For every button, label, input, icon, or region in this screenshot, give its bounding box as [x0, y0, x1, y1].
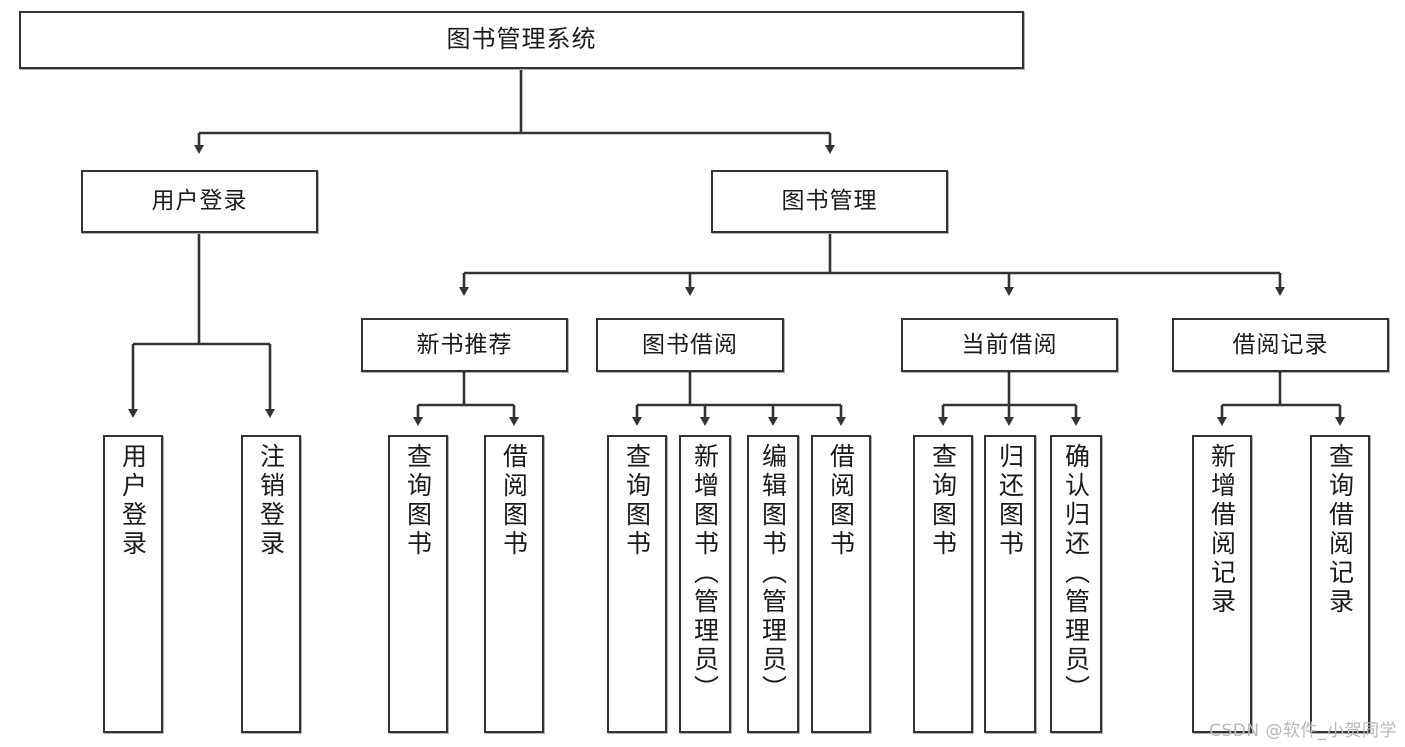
- node-leaf-query-record[interactable]: 查询借阅记录: [1310, 435, 1370, 733]
- node-root[interactable]: 图书管理系统: [19, 11, 1024, 69]
- node-root-label: 图书管理系统: [446, 25, 597, 54]
- node-borrow-record[interactable]: 借阅记录: [1172, 318, 1389, 372]
- node-leaf-logout[interactable]: 注销登录: [241, 435, 301, 733]
- node-leaf-query-book-3[interactable]: 查询图书: [913, 435, 973, 733]
- node-leaf-edit-book[interactable]: 编辑图书（管理员）: [747, 435, 799, 733]
- node-leaf-query-book-2-label: 查询图书: [622, 443, 652, 559]
- node-borrow-record-label: 借阅记录: [1232, 331, 1329, 358]
- node-leaf-add-book-label: 新增图书（管理员）: [690, 443, 720, 704]
- node-leaf-return-book[interactable]: 归还图书: [984, 435, 1036, 733]
- node-user-login[interactable]: 用户登录: [81, 170, 318, 233]
- node-user-login-label: 用户登录: [151, 188, 248, 215]
- node-leaf-borrow-book-2-label: 借阅图书: [826, 443, 856, 559]
- node-leaf-edit-book-label: 编辑图书（管理员）: [758, 443, 788, 704]
- node-book-borrow[interactable]: 图书借阅: [596, 318, 784, 372]
- node-leaf-borrow-book-1[interactable]: 借阅图书: [484, 435, 544, 733]
- node-new-book-recommend[interactable]: 新书推荐: [361, 318, 568, 372]
- node-leaf-query-book-1-label: 查询图书: [403, 443, 433, 559]
- node-leaf-user-login[interactable]: 用户登录: [103, 435, 163, 733]
- node-leaf-confirm-return[interactable]: 确认归还（管理员）: [1050, 435, 1102, 733]
- node-leaf-add-record[interactable]: 新增借阅记录: [1192, 435, 1252, 733]
- node-leaf-query-book-3-label: 查询图书: [928, 443, 958, 559]
- node-leaf-return-book-label: 归还图书: [995, 443, 1025, 559]
- node-current-borrow[interactable]: 当前借阅: [901, 318, 1118, 372]
- csdn-watermark: CSDN @软件_小贺同学: [1209, 721, 1397, 741]
- node-leaf-confirm-return-label: 确认归还（管理员）: [1061, 443, 1091, 704]
- node-book-borrow-label: 图书借阅: [642, 331, 738, 358]
- node-leaf-user-login-label: 用户登录: [118, 443, 148, 559]
- node-book-management[interactable]: 图书管理: [711, 170, 948, 233]
- node-leaf-logout-label: 注销登录: [256, 443, 286, 559]
- node-leaf-query-book-1[interactable]: 查询图书: [388, 435, 448, 733]
- node-book-management-label: 图书管理: [781, 188, 878, 215]
- node-leaf-borrow-book-1-label: 借阅图书: [499, 443, 529, 559]
- node-leaf-query-book-2[interactable]: 查询图书: [607, 435, 667, 733]
- node-leaf-query-record-label: 查询借阅记录: [1325, 443, 1355, 617]
- node-leaf-add-book[interactable]: 新增图书（管理员）: [679, 435, 731, 733]
- node-new-book-recommend-label: 新书推荐: [416, 331, 513, 358]
- node-leaf-borrow-book-2[interactable]: 借阅图书: [811, 435, 871, 733]
- node-current-borrow-label: 当前借阅: [961, 331, 1058, 358]
- node-leaf-add-record-label: 新增借阅记录: [1207, 443, 1237, 617]
